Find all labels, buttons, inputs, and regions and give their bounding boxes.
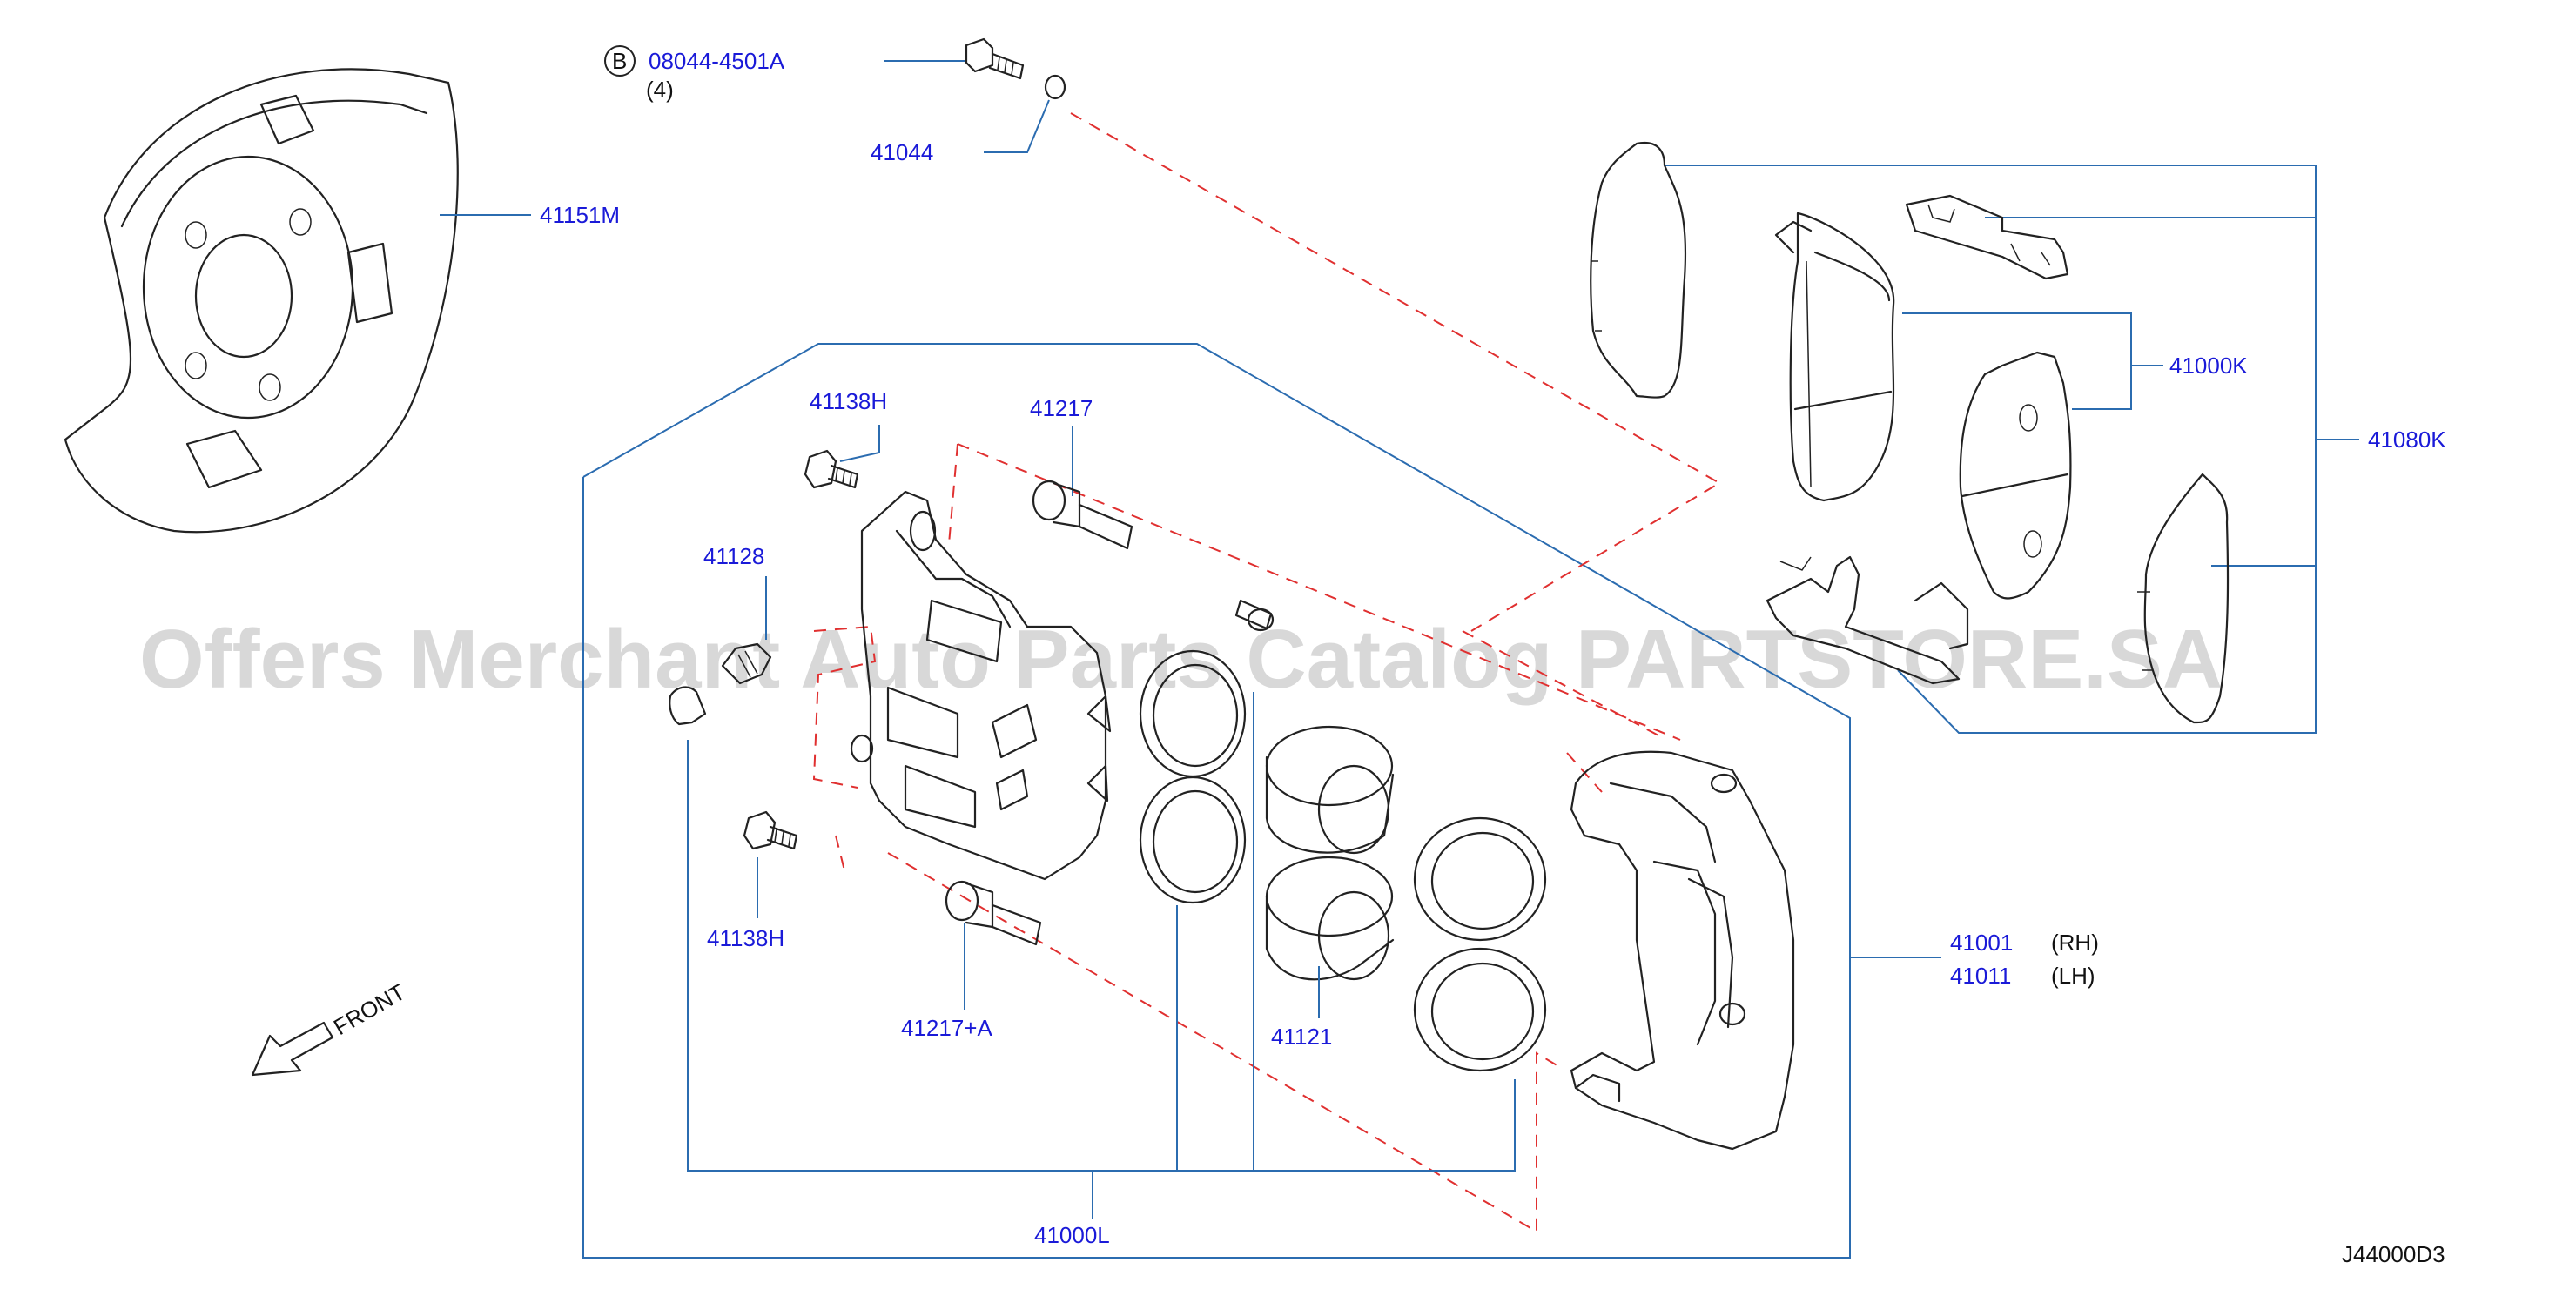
part-label-08044-4501a[interactable]: 08044-4501A [649,48,785,74]
part-label-41138h-top[interactable]: 41138H [810,388,887,414]
pad-clip-bottom-drawing [1766,555,1969,685]
part-label-41121[interactable]: 41121 [1271,1024,1332,1050]
part-label-41080k[interactable]: 41080K [2368,426,2446,453]
side-rh-label: (RH) [2051,930,2099,956]
front-arrow-icon [251,1021,334,1077]
bolt-41138h-bottom-drawing [743,810,798,850]
guide-pin-41217a-drawing [945,880,1042,946]
side-lh-label: (LH) [2051,963,2095,989]
guide-pin-41217-drawing [1032,480,1275,632]
bolt-41138h-top-drawing [804,449,859,489]
part-label-41044[interactable]: 41044 [871,139,933,165]
bleeder-screw-41128-drawing [669,642,772,726]
part-label-41217[interactable]: 41217 [1030,395,1093,421]
brake-pad-inner-drawing [1959,351,2072,600]
dust-shield-drawing [64,68,459,534]
bolt-quantity: (4) [646,77,674,103]
diagram-code: J44000D3 [2342,1241,2445,1267]
part-label-41217a[interactable]: 41217+A [901,1015,992,1041]
bolt-marker-letter: B [612,48,627,74]
part-label-41001[interactable]: 41001 [1950,930,2013,956]
brake-pad-outer-drawing [1774,212,1895,502]
part-label-41000k[interactable]: 41000K [2169,353,2248,379]
watermark-text: Offers Merchant Auto Parts Catalog PARTS… [139,613,2223,706]
part-label-41151m[interactable]: 41151M [540,202,620,228]
pad-clip-top-drawing [1905,194,2069,280]
pistons-41121-drawing [1265,725,1547,1072]
front-direction-label: FRONT [329,978,410,1040]
pad-shim-inner-drawing [2137,473,2230,724]
caliper-body-drawing [850,490,1112,881]
piston-seal-drawing [1139,649,1247,904]
bolt-marker-circle [604,45,636,77]
bolt-08044-drawing [965,37,1025,80]
washer-41044-drawing [1044,74,1066,100]
part-label-41011[interactable]: 41011 [1950,963,2011,989]
pad-shim-outer-drawing [1590,141,1687,399]
caliper-housing-drawing [1570,750,1795,1151]
part-label-41138h-bottom[interactable]: 41138H [707,925,784,951]
part-label-41000l[interactable]: 41000L [1034,1222,1110,1248]
part-label-41128[interactable]: 41128 [703,543,764,569]
